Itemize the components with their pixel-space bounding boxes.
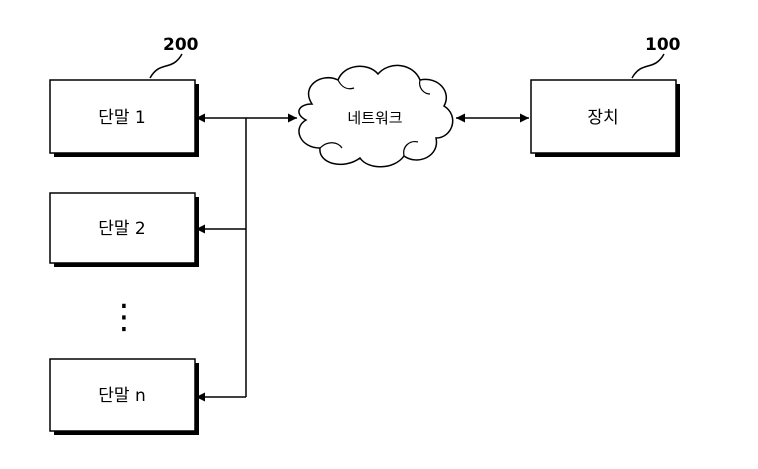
terminal-box-1: 단말 1 <box>49 79 199 157</box>
device-box: 장치 <box>530 79 680 157</box>
terminal-label-n: 단말 n <box>98 386 145 406</box>
device-leader-line <box>631 53 665 79</box>
network-label: 네트워크 <box>347 109 402 127</box>
terminal-label-1: 단말 1 <box>98 108 146 128</box>
network-cloud: 네트워크 <box>298 64 454 168</box>
device-ref-number: 100 <box>645 35 681 55</box>
terminal-group-leader-line <box>149 53 183 79</box>
terminal-box-2: 단말 2 <box>49 192 199 267</box>
device-label: 장치 <box>587 108 618 128</box>
terminal-ellipsis: ⋮ <box>107 297 141 337</box>
terminal-label-2: 단말 2 <box>98 219 146 239</box>
terminal-box-n: 단말 n <box>49 358 199 435</box>
terminal-group-ref-number: 200 <box>163 35 199 55</box>
